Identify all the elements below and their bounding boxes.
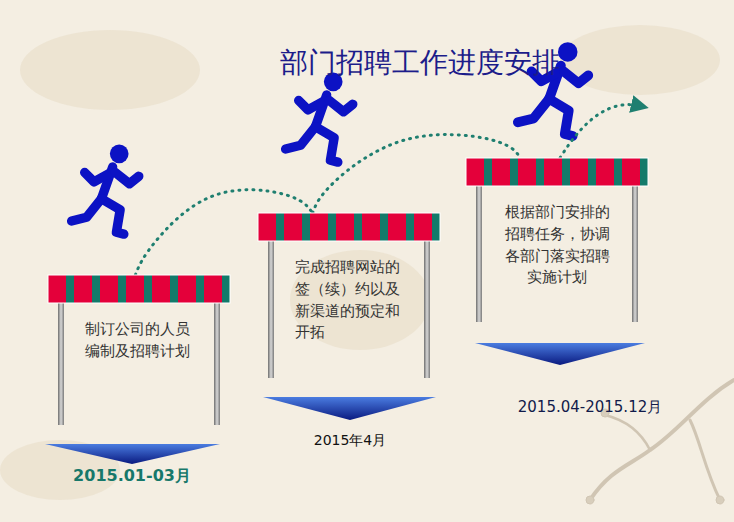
step-description: 根据部门安排的招聘任务，协调各部门落实招聘实施计划 [503,158,611,289]
step-description: 制订公司的人员编制及招聘计划 [85,275,193,363]
runner-figure [72,145,139,235]
down-chevron [263,397,436,420]
step-description: 完成招聘网站的签（续）约以及新渠道的预定和开拓 [295,213,403,344]
date-label: 2015年4月 [263,432,437,450]
date-label: 2015.01-03月 [42,466,222,487]
hurdle-step: 完成招聘网站的签（续）约以及新渠道的预定和开拓 [258,213,440,378]
runner-figure [286,73,353,163]
hurdle-step: 根据部门安排的招聘任务，协调各部门落实招聘实施计划 [466,158,648,322]
date-label: 2015.04-2015.12月 [490,398,690,417]
down-chevron [45,444,220,464]
hurdle-step: 制订公司的人员编制及招聘计划 [48,275,230,425]
dotted-arrow [560,105,640,158]
down-chevron [475,343,645,365]
ink-texture [0,25,720,500]
diagram-title: 部门招聘工作进度安排 [190,44,650,82]
